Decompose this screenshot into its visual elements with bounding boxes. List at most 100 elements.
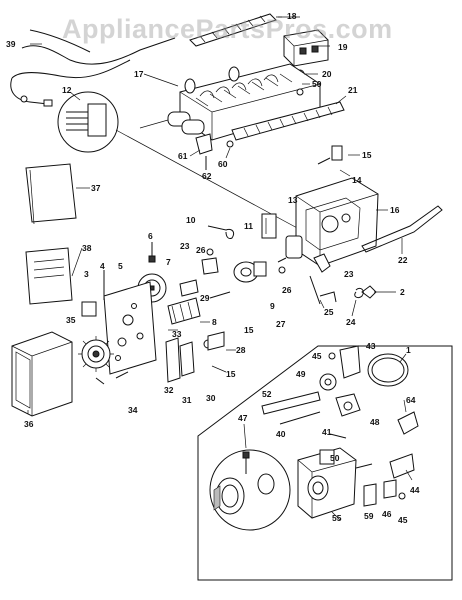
nut-49 [319,373,337,391]
label-38 [25,247,73,305]
shutoff-arm-22 [361,205,443,253]
callout-26b: 26 [282,285,292,295]
callout-10: 10 [186,215,196,225]
front-cover-36 [11,331,73,417]
instruction-sheet-37 [25,163,77,225]
tube-52 [261,391,321,415]
callout-13: 13 [288,195,298,205]
mold-heater-plugs [139,111,205,135]
callout-23a: 23 [180,241,190,251]
callout-39: 39 [6,39,16,49]
callout-15c: 15 [226,369,236,379]
callout-15a: 15 [362,150,372,160]
water-valve-inset [197,345,453,581]
switch-15c [207,331,225,351]
screw-60 [226,140,234,148]
screw-28 [95,377,105,385]
callout-19: 19 [338,42,348,52]
switch-15 [331,145,343,161]
clamp-44 [389,453,415,479]
callout-33: 33 [172,329,182,339]
callout-36: 36 [24,419,34,429]
screw-14 [317,157,331,165]
screw-27 [209,291,231,299]
fitting-48 [335,393,361,417]
housing-19 [283,29,329,67]
callout-46: 46 [382,509,392,519]
callout-45b: 45 [398,515,408,525]
gear-9 [233,261,267,283]
holder-11 [261,213,277,239]
thermostat-13 [277,235,303,263]
callout-12: 12 [62,85,72,95]
callout-43: 43 [366,341,376,351]
callout-4: 4 [100,261,105,271]
wire-harness [10,29,176,107]
callout-6: 6 [148,231,153,241]
callout-34: 34 [128,405,138,415]
callout-50a: 50 [312,79,322,89]
callout-62: 62 [202,171,212,181]
callout-23b: 23 [344,269,354,279]
screw-26a [206,248,214,256]
callout-8: 8 [212,317,217,327]
clamp-64 [397,411,419,435]
cam-8 [167,297,201,325]
arm-25 [309,275,321,305]
watermark-text: AppliancePartsPros.com [62,14,393,44]
callout-2: 2 [400,287,405,297]
insert-59 [363,483,377,507]
screw-41 [329,433,347,439]
tube-1 [367,353,409,387]
callout-27: 27 [276,319,286,329]
screw-45 [328,352,336,360]
callout-41: 41 [322,427,332,437]
callout-50b: 50 [330,453,340,463]
bracket-43 [339,345,361,379]
callout-35: 35 [66,315,76,325]
connector-detail-12 [57,91,313,237]
callout-37: 37 [91,183,101,193]
lever-23b [313,253,331,273]
spring-24 [354,287,364,299]
callout-45: 45 [312,351,322,361]
callout-48: 48 [370,417,380,427]
callout-29: 29 [200,293,210,303]
callout-55: 55 [332,513,342,523]
callout-3: 3 [84,269,89,279]
screw-34 [115,371,129,379]
callout-28: 28 [236,345,246,355]
callout-18: 18 [287,11,297,21]
callout-21: 21 [348,85,358,95]
callout-52: 52 [262,389,272,399]
screw-45b [398,492,406,500]
callout-49: 49 [296,369,306,379]
callout-22: 22 [398,255,408,265]
callout-32: 32 [164,385,174,395]
callout-1: 1 [406,345,411,355]
callout-25: 25 [324,307,334,317]
bracket-32 [165,337,181,383]
lever-23a [201,257,219,275]
callout-15b: 15 [244,325,254,335]
drive-gear-35 [78,336,114,372]
control-housing-16 [295,177,379,267]
spring-2 [361,285,377,299]
callout-14: 14 [352,175,362,185]
callout-5: 5 [118,261,123,271]
bracket-61 [195,133,213,155]
callout-64: 64 [406,395,416,405]
callout-26a: 26 [196,245,206,255]
callout-38: 38 [82,243,92,253]
bracket-31 [179,341,195,377]
callout-30: 30 [206,393,216,403]
callout-11: 11 [244,221,253,231]
callout-24: 24 [346,317,356,327]
leader-lines [27,16,413,521]
callout-17: 17 [134,69,144,79]
strap-40 [279,411,321,425]
callout-44: 44 [410,485,420,495]
mounting-plate-5 [103,281,157,375]
